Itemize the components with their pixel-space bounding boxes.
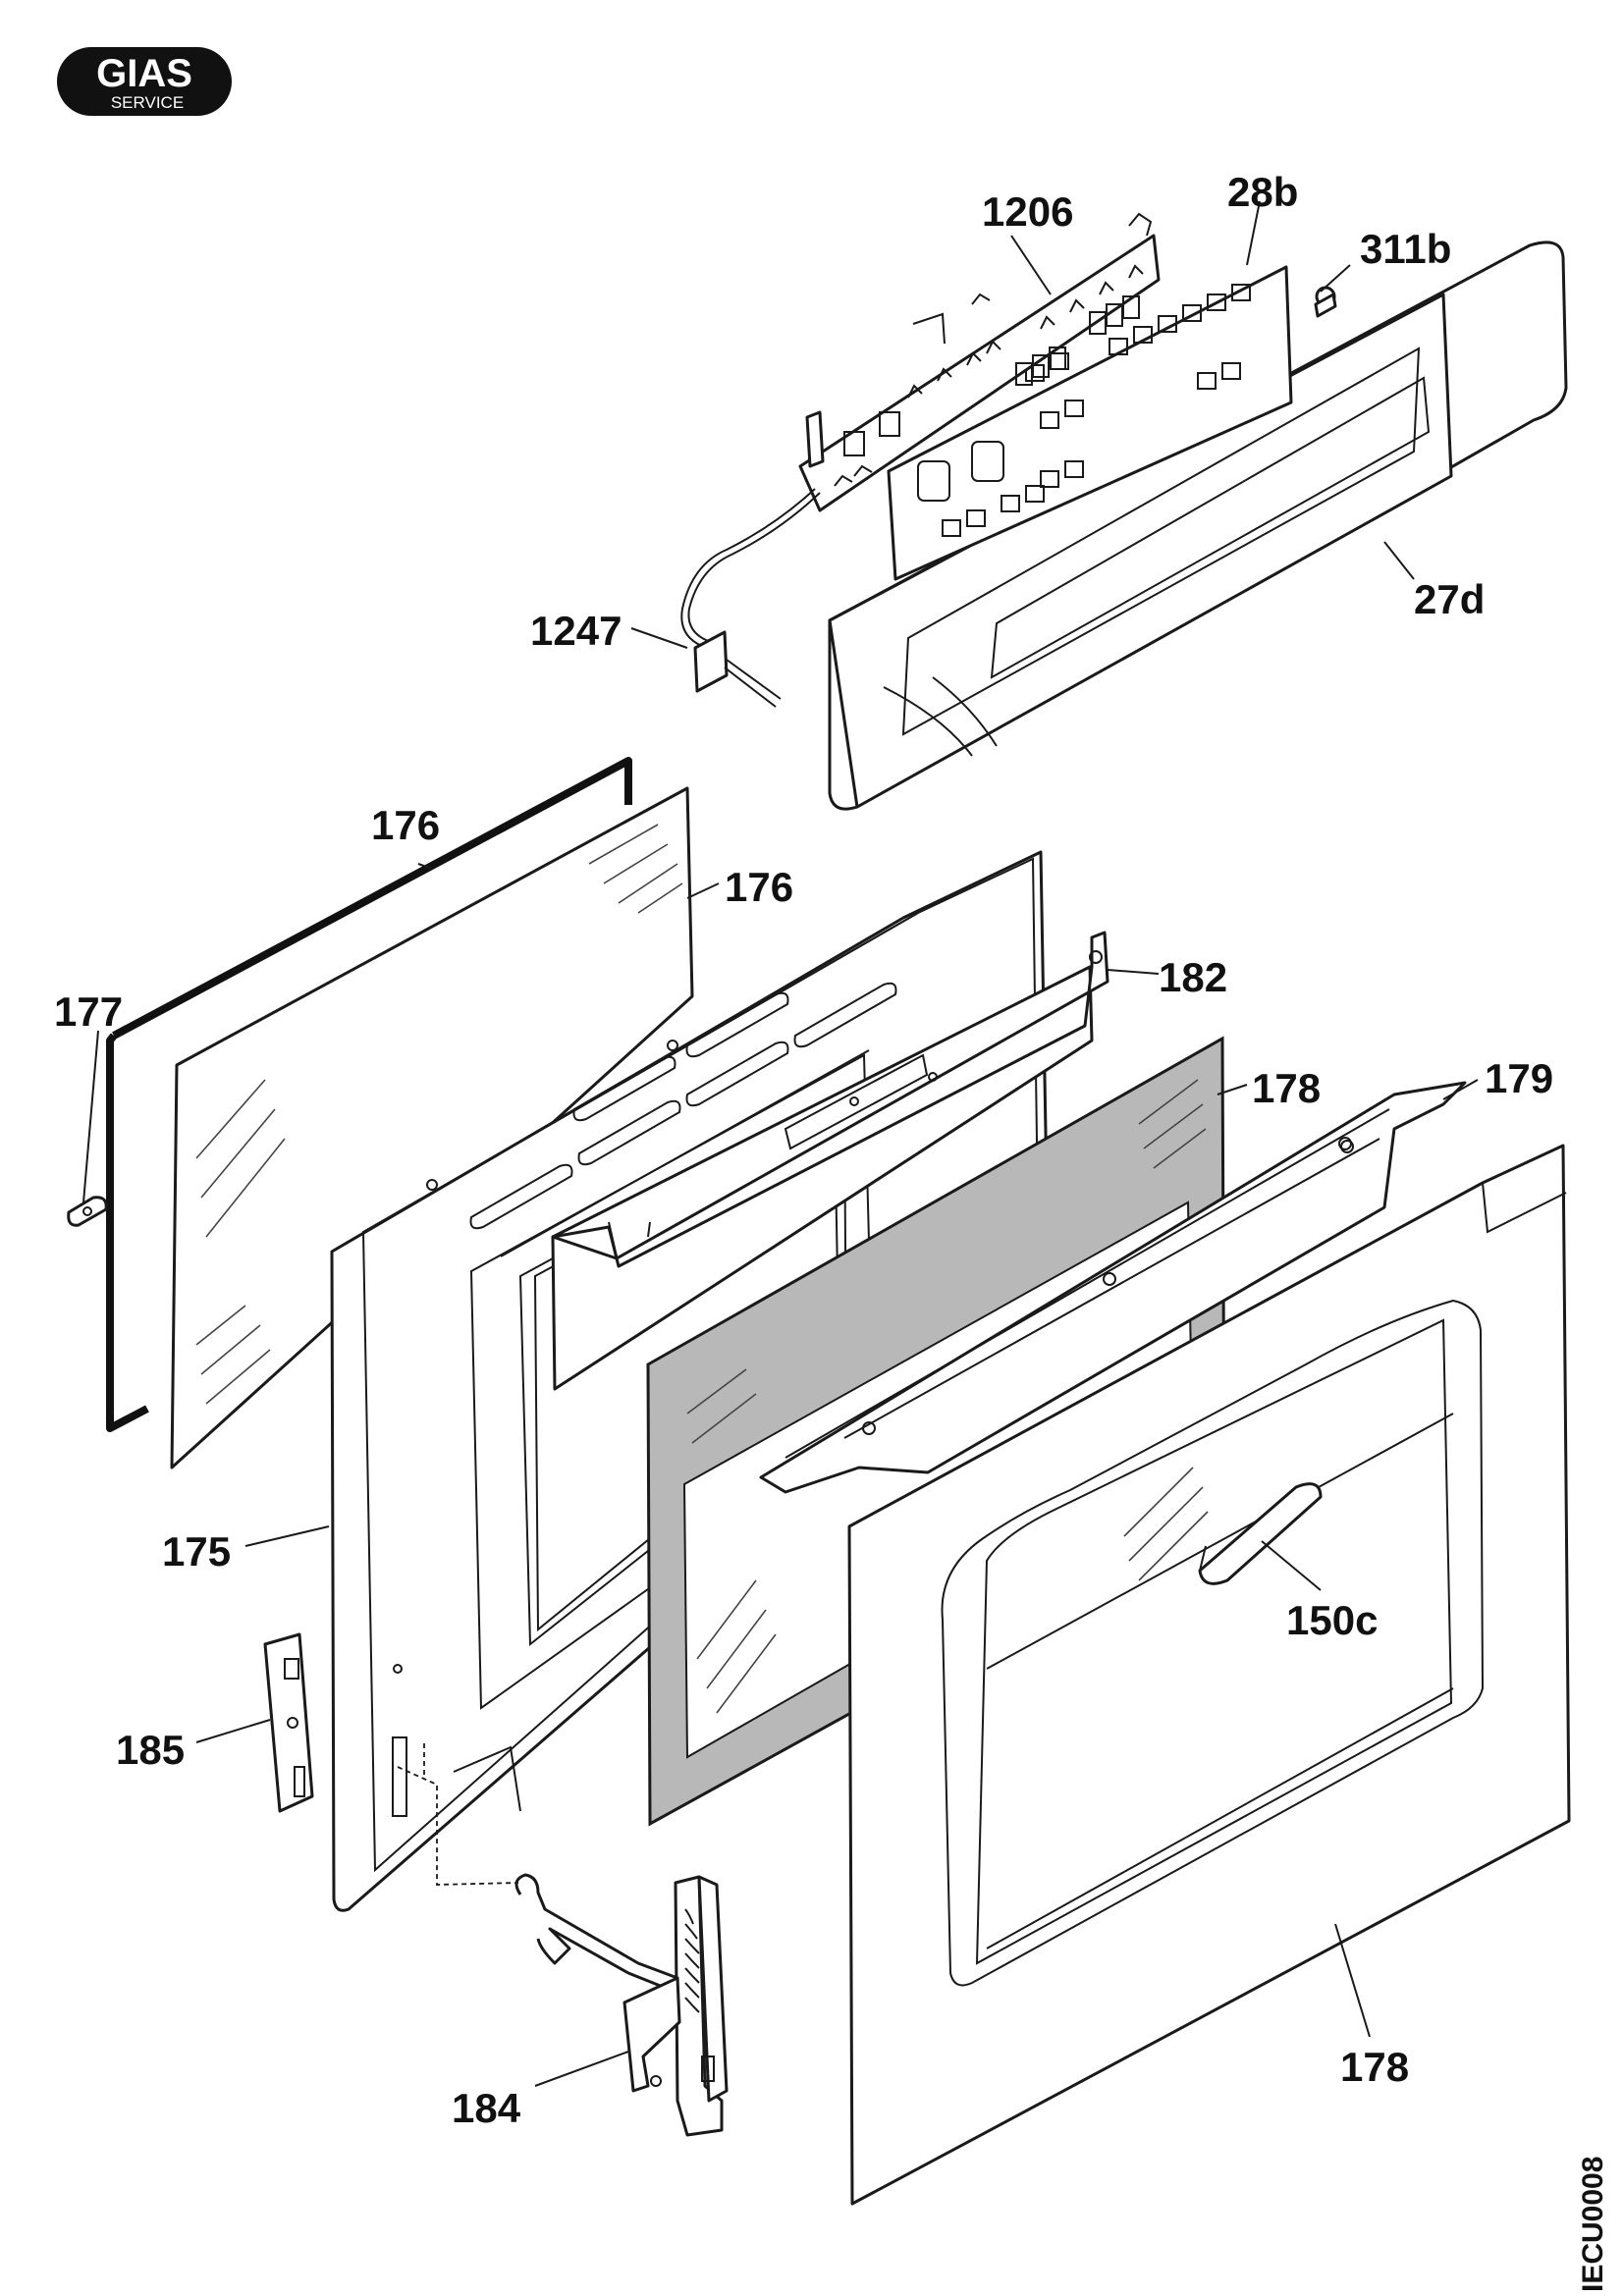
part-150c-handle: [1198, 1482, 1323, 1585]
label-1206: 1206: [982, 188, 1073, 235]
label-311b: 311b: [1360, 226, 1451, 272]
part-1206-pcb: [798, 212, 1161, 512]
part-184-hinge: [514, 1873, 729, 2137]
label-185: 185: [116, 1727, 185, 1773]
part-176-seal: [106, 757, 632, 1432]
part-178-outer-door: [847, 1140, 1571, 2206]
label-175: 175: [162, 1528, 231, 1575]
part-1247-sensor: [680, 488, 821, 708]
part-27d-control-fascia: [828, 240, 1568, 811]
drawing-code: IECU0008: [1577, 2157, 1609, 2292]
label-177: 177: [54, 988, 123, 1035]
leader-lines: [82, 200, 1479, 2087]
label-182: 182: [1159, 954, 1227, 1000]
label-27d: 27d: [1414, 576, 1485, 622]
label-184: 184: [452, 2085, 521, 2131]
gias-service-logo: GIAS SERVICE: [57, 47, 232, 116]
part-179-top-profile: [759, 1081, 1467, 1494]
part-labels: 1206 28b 311b 27d 1247 176 176 177 182 1…: [54, 169, 1553, 2131]
part-177-clip: [67, 1196, 108, 1227]
part-311b-screw: [1314, 286, 1337, 318]
label-178-glass: 178: [1252, 1065, 1321, 1111]
label-178-door: 178: [1340, 2044, 1409, 2090]
part-185-door-catch: [263, 1632, 314, 1813]
svg-text:SERVICE: SERVICE: [111, 93, 184, 112]
label-1247: 1247: [530, 608, 622, 654]
label-176-seal: 176: [371, 802, 440, 848]
label-179: 179: [1485, 1055, 1553, 1101]
svg-text:GIAS: GIAS: [96, 52, 192, 95]
alignment-guides: [397, 1742, 519, 1886]
label-28b: 28b: [1227, 169, 1298, 215]
part-182-support-bracket: [551, 931, 1109, 1391]
part-176-inner-glass: [170, 786, 694, 1469]
label-150c: 150c: [1286, 1597, 1378, 1643]
label-176-glass: 176: [725, 864, 793, 910]
